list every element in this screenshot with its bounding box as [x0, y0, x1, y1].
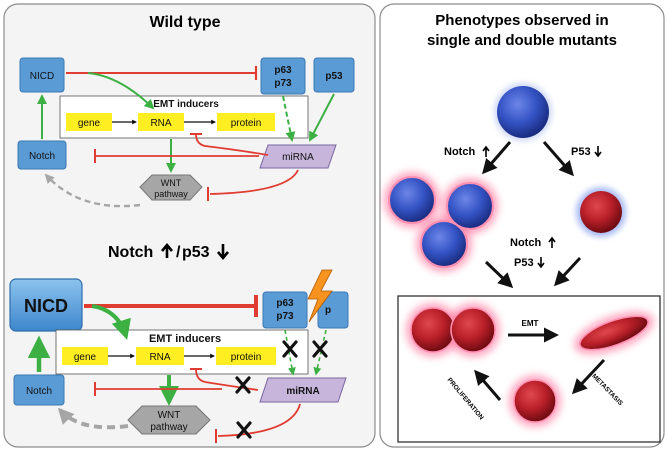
right-title-line1: Phenotypes observed in — [435, 12, 608, 29]
metastasis-arrow — [571, 358, 606, 395]
wt-rna-box — [138, 113, 184, 131]
wt-p63-label: p63 — [274, 65, 292, 76]
mut-mirna-inhibits-wnt — [217, 403, 301, 437]
emt-label: EMT — [522, 319, 539, 328]
mut-p53-label: p — [325, 305, 331, 316]
mut-protein-box — [216, 347, 276, 365]
wt-mirna-inhibits-rna — [195, 133, 269, 156]
wt-mirna-inhibits-wnt — [209, 169, 299, 195]
x-mark-p53-path — [312, 340, 328, 358]
wt-p53-label: p53 — [325, 71, 343, 82]
normal-cell — [497, 86, 549, 138]
wt-nicd-to-rna-arrow — [87, 72, 155, 110]
proliferating-cell-2 — [450, 307, 496, 353]
wt-notch-box — [17, 140, 67, 170]
wt-rna-label: RNA — [150, 118, 171, 129]
mut-nicd-box — [9, 278, 83, 332]
x-mark-wnt-inhibition — [236, 421, 252, 439]
label-p53-down: P53 — [571, 146, 591, 158]
lightning-icon — [307, 269, 333, 323]
mut-wnt-line2: pathway — [150, 422, 187, 433]
mut-mirna-label: miRNA — [286, 386, 319, 397]
mutant-title-p53: p53 — [182, 244, 210, 261]
label-notch-up-2-arrow — [548, 236, 556, 248]
wt-mirna-label: miRNA — [282, 152, 314, 163]
mut-notch-label: Notch — [26, 386, 52, 397]
wt-notch-label: Notch — [29, 151, 55, 162]
mutant-title-down-arrow — [217, 244, 229, 261]
mut-wnt-hexagon — [127, 405, 211, 435]
mutant-title-notch: Notch — [108, 244, 153, 261]
mut-wnt-line1: WNT — [158, 410, 181, 421]
notch-cell-3 — [420, 220, 468, 268]
metastatic-cell — [513, 379, 557, 423]
label-notch-up: Notch — [444, 146, 475, 158]
wt-mirna-box — [259, 144, 337, 169]
arrow-cluster-to-box — [484, 260, 514, 289]
label-p53-down-2: P53 — [514, 257, 534, 269]
mutant-title-slash: / — [176, 244, 181, 261]
wt-wnt-hexagon — [139, 174, 203, 201]
notch-cell-2 — [446, 182, 494, 230]
wt-wnt-to-notch-dashed — [44, 173, 141, 208]
mut-gene-box — [62, 347, 108, 365]
wt-wnt-line2: pathway — [154, 189, 188, 199]
mut-mirna-box — [259, 377, 347, 403]
mut-p63-label: p63 — [276, 298, 294, 309]
notch-cell-1 — [388, 176, 436, 224]
wt-protein-label: protein — [231, 118, 262, 129]
wt-gene-label: gene — [78, 118, 101, 129]
proliferating-cell-1 — [410, 307, 456, 353]
x-mark-rna-inhibition — [235, 376, 251, 394]
right-title-line2: single and double mutants — [427, 32, 617, 49]
label-p53-down-2-arrow — [537, 257, 545, 269]
mut-wnt-to-notch-dashed — [57, 407, 129, 430]
mut-gene-label: gene — [74, 352, 97, 363]
mut-emt-title: EMT inducers — [149, 333, 221, 345]
arrow-to-p53-cell — [542, 141, 574, 177]
p53-cell — [580, 191, 622, 233]
label-p53-down-arrow — [594, 146, 602, 158]
wt-emt-title: EMT inducers — [153, 99, 219, 110]
notch-cell-cluster — [384, 172, 498, 272]
wt-p73-label: p73 — [274, 78, 292, 89]
mut-protein-label: protein — [231, 352, 262, 363]
mut-nicd-label: NICD — [24, 296, 68, 316]
wt-nicd-box — [19, 57, 65, 93]
label-notch-up-arrow — [482, 145, 490, 157]
mut-rna-box — [136, 347, 184, 365]
wt-protein-box — [217, 113, 275, 131]
x-mark-p63-path — [282, 340, 298, 358]
wt-gene-box — [66, 113, 112, 131]
mut-nicd-to-rna-arrow — [91, 304, 131, 340]
arrow-to-notch-cells — [482, 141, 512, 175]
mut-p73-label: p73 — [276, 311, 294, 322]
wt-p63-p73-box — [260, 57, 306, 95]
emt-cell — [574, 311, 654, 355]
label-notch-up-2: Notch — [510, 237, 541, 249]
mutant-title-up-arrow — [161, 242, 173, 258]
arrow-p53cell-to-box — [553, 256, 582, 287]
wt-nicd-label: NICD — [30, 71, 54, 82]
wt-wnt-line1: WNT — [161, 178, 182, 188]
proliferation-arrow — [474, 369, 502, 401]
mut-notch-box — [13, 374, 65, 406]
wild-type-title: Wild type — [150, 14, 221, 31]
mut-rna-label: RNA — [149, 352, 170, 363]
wt-p53-to-mirna-arrow — [309, 93, 335, 142]
wt-p53-box — [313, 57, 355, 93]
proliferating-cells — [406, 303, 500, 357]
mut-p63-p73-box — [262, 291, 308, 329]
